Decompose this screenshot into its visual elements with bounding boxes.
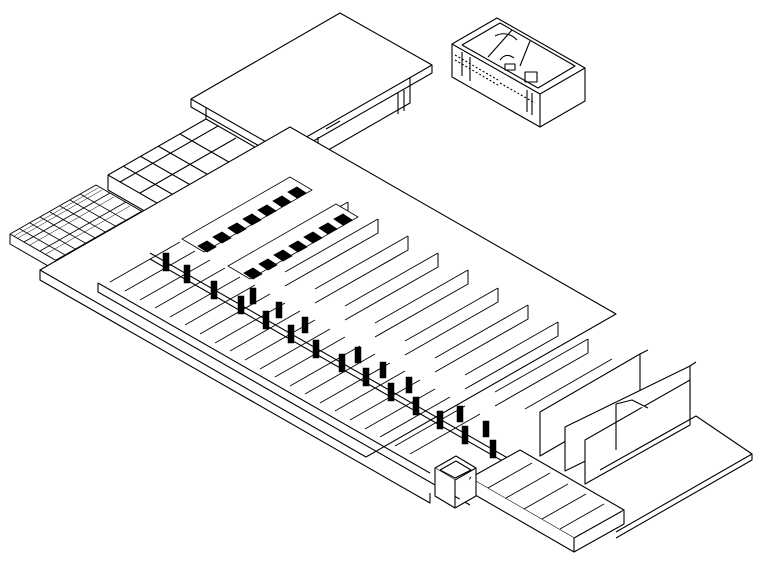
small-box [434,455,477,509]
ramp-ground-slab [599,415,753,539]
ramp-walls [539,349,697,485]
small-detached-building [451,17,586,128]
vehicle-row-lower [227,203,359,280]
top-roof-building [190,12,433,175]
lower-right-bay [469,449,625,553]
vehicle-row-upper [181,176,313,253]
